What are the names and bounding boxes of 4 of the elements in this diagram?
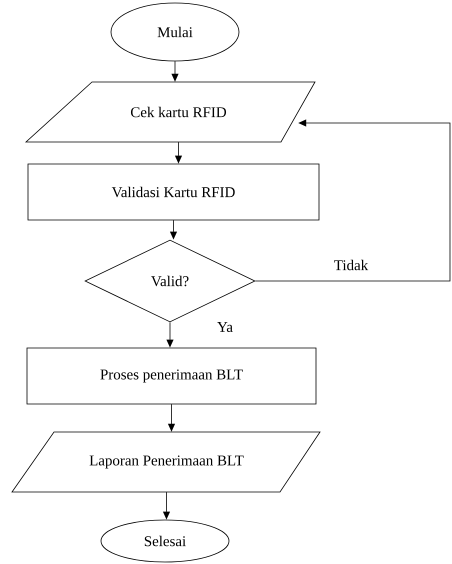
edge-label: Ya	[216, 321, 234, 333]
process-box: Validasi Kartu RFID	[28, 164, 320, 220]
edge-label: Tidak	[332, 258, 370, 272]
process-box: Proses penerimaan BLT	[26, 348, 316, 404]
